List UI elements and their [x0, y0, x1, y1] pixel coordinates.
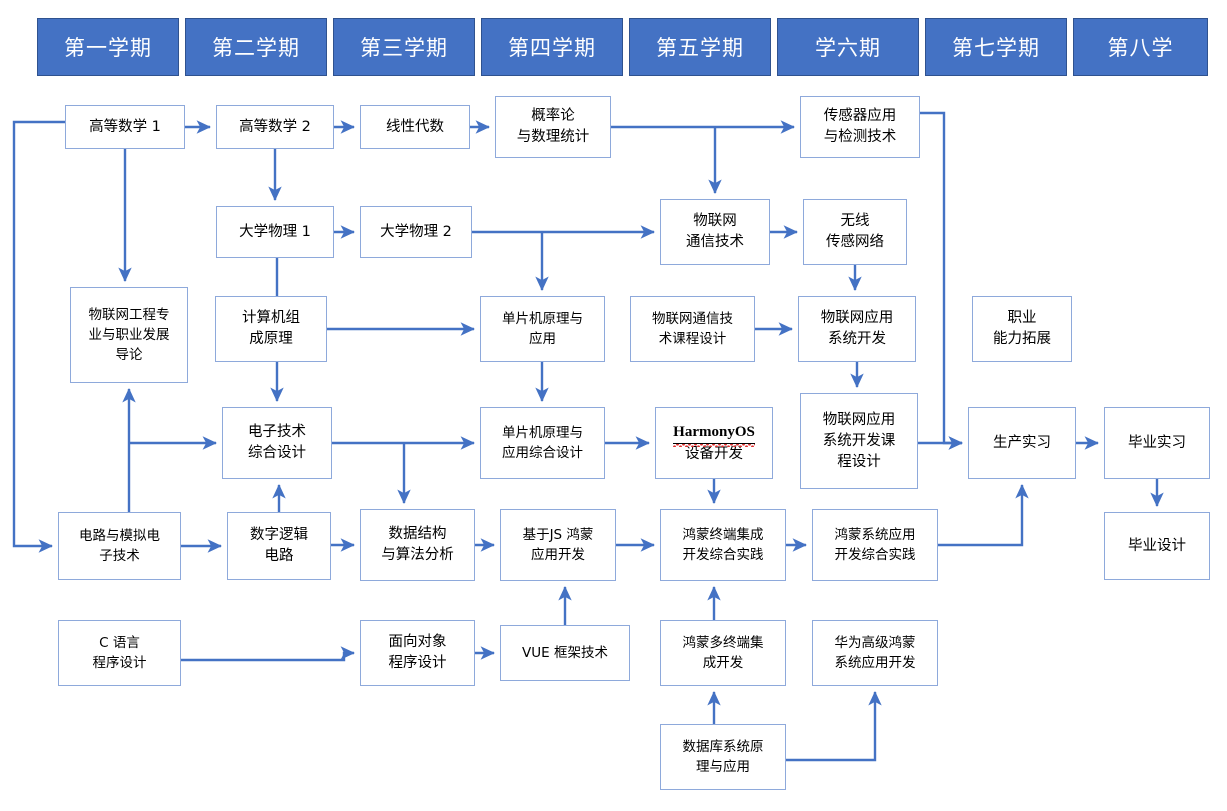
course-node-jsyy[interactable]: 基于JS 鸿蒙 应用开发	[500, 509, 616, 581]
connector-gdsx1-to-dlmnd	[12, 120, 65, 553]
course-label: 职业 能力拓展	[993, 310, 1051, 347]
course-label: 物联网工程专 业与职业发展 导论	[88, 307, 170, 363]
course-label: C 语言 程序设计	[92, 635, 147, 671]
course-label: 面向对象 程序设计	[388, 634, 447, 671]
course-label: 基于JS 鸿蒙 应用开发	[522, 527, 594, 563]
course-node-gdsx2[interactable]: 高等数学 2	[216, 105, 334, 149]
course-label: 电子技术 综合设计	[248, 424, 306, 461]
course-label: 毕业实习	[1128, 434, 1186, 451]
course-node-wxcgwl[interactable]: 无线 传感网络	[803, 199, 907, 265]
course-label: 物联网应用 系统开发	[820, 310, 894, 347]
course-label: 高等数学 2	[239, 118, 311, 135]
course-node-jsjzc[interactable]: 计算机组 成原理	[215, 296, 327, 362]
course-node-hmzdjc[interactable]: 鸿蒙终端集成 开发综合实践	[660, 509, 786, 581]
semester-header-2: 第二学期	[185, 18, 327, 76]
course-node-xxds[interactable]: 线性代数	[360, 105, 470, 149]
course-node-sjkxt[interactable]: 数据库系统原 理与应用	[660, 724, 786, 790]
course-node-wlwkcsj[interactable]: 物联网应用 系统开发课 程设计	[800, 393, 918, 489]
course-label: 大学物理 2	[380, 223, 452, 240]
course-label: 概率论 与数理统计	[516, 108, 590, 145]
connector-hmxtyy-to-scsx	[938, 484, 1029, 547]
course-node-dxwl1[interactable]: 大学物理 1	[216, 206, 334, 258]
course-node-dpjyl[interactable]: 单片机原理与 应用	[480, 296, 605, 362]
semester-header-4: 第四学期	[481, 18, 623, 76]
course-node-sjjg[interactable]: 数据结构 与算法分析	[360, 509, 475, 581]
semester-header-6: 学六期	[777, 18, 919, 76]
course-label: 生产实习	[993, 434, 1051, 451]
course-label: 单片机原理与 应用	[502, 311, 583, 347]
harmonyos-misspelled-word: HarmonyOS	[673, 422, 755, 447]
course-node-szljdl[interactable]: 数字逻辑 电路	[227, 512, 331, 580]
course-label: 物联网通信技 术课程设计	[652, 311, 733, 347]
course-label: 高等数学 1	[89, 118, 161, 135]
course-node-byshj[interactable]: 毕业设计	[1104, 512, 1210, 580]
course-node-wlwtx[interactable]: 物联网 通信技术	[660, 199, 770, 265]
connector-sjkxt-to-hwgjhm	[786, 691, 882, 762]
course-node-scsx[interactable]: 生产实习	[968, 407, 1076, 479]
course-node-dpjzhsj[interactable]: 单片机原理与 应用综合设计	[480, 407, 605, 479]
semester-header-5: 第五学期	[629, 18, 771, 76]
course-label: 鸿蒙多终端集 成开发	[682, 635, 764, 671]
course-label: 无线 传感网络	[826, 213, 884, 250]
course-node-cgqyy[interactable]: 传感器应用 与检测技术	[800, 96, 920, 158]
course-label: 物联网 通信技术	[686, 213, 744, 250]
course-label: 鸿蒙终端集成 开发综合实践	[682, 527, 764, 563]
course-node-gdsx1[interactable]: 高等数学 1	[65, 105, 185, 149]
course-node-wlwyyxt[interactable]: 物联网应用 系统开发	[798, 296, 916, 362]
course-label: 毕业设计	[1128, 537, 1186, 554]
course-label: 鸿蒙系统应用 开发综合实践	[834, 527, 916, 563]
course-node-hwgjhm[interactable]: 华为高级鸿蒙 系统应用开发	[812, 620, 938, 686]
course-label-line2: 设备开发	[685, 446, 743, 462]
course-node-hmdzd[interactable]: 鸿蒙多终端集 成开发	[660, 620, 786, 686]
semester-header-7: 第七学期	[925, 18, 1067, 76]
course-node-wlwdl[interactable]: 物联网工程专 业与职业发展 导论	[70, 287, 188, 383]
course-node-dlmnd[interactable]: 电路与模拟电 子技术	[58, 512, 181, 580]
course-label: 线性代数	[386, 118, 444, 135]
course-label: 数字逻辑 电路	[250, 527, 308, 564]
course-label: 单片机原理与 应用综合设计	[502, 425, 583, 461]
connector-cgqyy-to-scsx	[920, 111, 963, 450]
semester-header-3: 第三学期	[333, 18, 475, 76]
course-label: 数据库系统原 理与应用	[682, 739, 764, 775]
semester-header-8: 第八学	[1073, 18, 1208, 76]
course-label: 物联网应用 系统开发课 程设计	[822, 411, 896, 470]
course-node-bysx[interactable]: 毕业实习	[1104, 407, 1210, 479]
course-label: 传感器应用 与检测技术	[823, 108, 897, 145]
course-label: 数据结构 与算法分析	[381, 526, 454, 563]
semester-header-band: 第一学期第二学期第三学期第四学期第五学期学六期第七学期第八学	[0, 0, 1227, 82]
course-node-vue[interactable]: VUE 框架技术	[500, 625, 630, 681]
course-node-mxdx[interactable]: 面向对象 程序设计	[360, 620, 475, 686]
course-node-dxwl2[interactable]: 大学物理 2	[360, 206, 472, 258]
course-node-dzjszh[interactable]: 电子技术 综合设计	[222, 407, 332, 479]
course-node-cyy[interactable]: C 语言 程序设计	[58, 620, 181, 686]
course-node-hmxtyy[interactable]: 鸿蒙系统应用 开发综合实践	[812, 509, 938, 581]
course-label: 华为高级鸿蒙 系统应用开发	[834, 635, 916, 671]
course-node-gllsl[interactable]: 概率论 与数理统计	[495, 96, 611, 158]
course-label: 大学物理 1	[239, 223, 311, 240]
course-label: 电路与模拟电 子技术	[79, 528, 160, 564]
course-node-wlwtxkc[interactable]: 物联网通信技 术课程设计	[630, 296, 755, 362]
course-label: 计算机组 成原理	[242, 310, 300, 347]
semester-header-1: 第一学期	[37, 18, 179, 76]
course-node-zyndtz[interactable]: 职业 能力拓展	[972, 296, 1072, 362]
connector-cyy-to-mxdx	[181, 646, 355, 662]
course-label: VUE 框架技术	[522, 645, 608, 661]
